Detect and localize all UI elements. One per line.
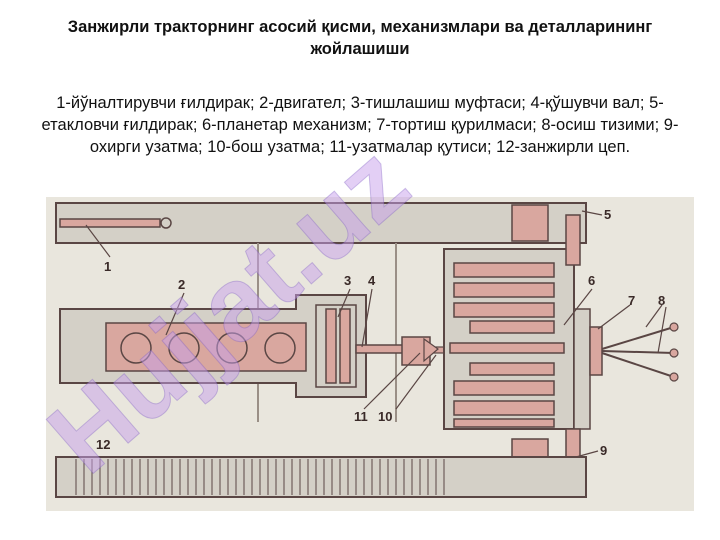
planetary-gear: [453, 418, 555, 428]
clutch-disc: [339, 308, 351, 384]
planetary-gear: [453, 400, 555, 416]
clutch-disc: [325, 308, 337, 384]
planetary-gear: [453, 302, 555, 318]
hitch-link: [601, 350, 675, 354]
callout-towing-device: 7: [628, 293, 635, 308]
guide-wheel-axle: [59, 218, 161, 228]
callout-suspension: 8: [658, 293, 665, 308]
slide-title: Занжирли тракторнинг асосий қисми, механ…: [67, 18, 653, 58]
figure-caption: 1-йўналтирувчи ғилдирак; 2-двигател; 3-т…: [41, 94, 679, 156]
hitch-ball: [669, 322, 679, 332]
planetary-gear: [469, 320, 555, 334]
planetary-center-shaft: [449, 342, 565, 354]
track-chain-links: [75, 459, 445, 495]
callout-guide-wheel: 1: [104, 259, 111, 274]
hitch-ball: [669, 348, 679, 358]
main-bevel-gear: [423, 337, 439, 363]
side-rail: [573, 308, 591, 430]
engine-cylinder: [168, 332, 200, 364]
callout-connecting-shaft: 4: [368, 273, 376, 288]
planetary-gear: [469, 362, 555, 376]
engine-cylinder: [120, 332, 152, 364]
leader-lines: [85, 210, 667, 458]
hitch-ball: [669, 372, 679, 382]
planetary-gear: [453, 380, 555, 396]
callout-drive-sprocket: 5: [604, 207, 611, 222]
callout-planetary-mechanism: 6: [588, 273, 595, 288]
engine-cylinder: [216, 332, 248, 364]
callout-gearbox: 11: [354, 409, 368, 424]
engine-cylinder: [264, 332, 296, 364]
connecting-shaft: [355, 344, 405, 354]
lower-track-frame: [55, 456, 587, 498]
planetary-gear: [453, 282, 555, 298]
callout-engine: 2: [178, 277, 185, 292]
sprocket-upper: [511, 204, 549, 242]
callout-main-gear: 10: [378, 409, 392, 424]
hitch-link: [601, 352, 675, 378]
guide-wheel-hub: [160, 217, 172, 229]
towing-device: [589, 326, 603, 376]
drive-shaft-upper: [565, 214, 581, 266]
callout-final-drive: 9: [600, 443, 607, 458]
planetary-gear: [453, 262, 555, 278]
callout-track-chain: 12: [96, 437, 110, 452]
tractor-layout-diagram: 1 2 3 4 5 6 7 8 9 10 11 12: [46, 197, 694, 511]
callout-clutch: 3: [344, 273, 351, 288]
